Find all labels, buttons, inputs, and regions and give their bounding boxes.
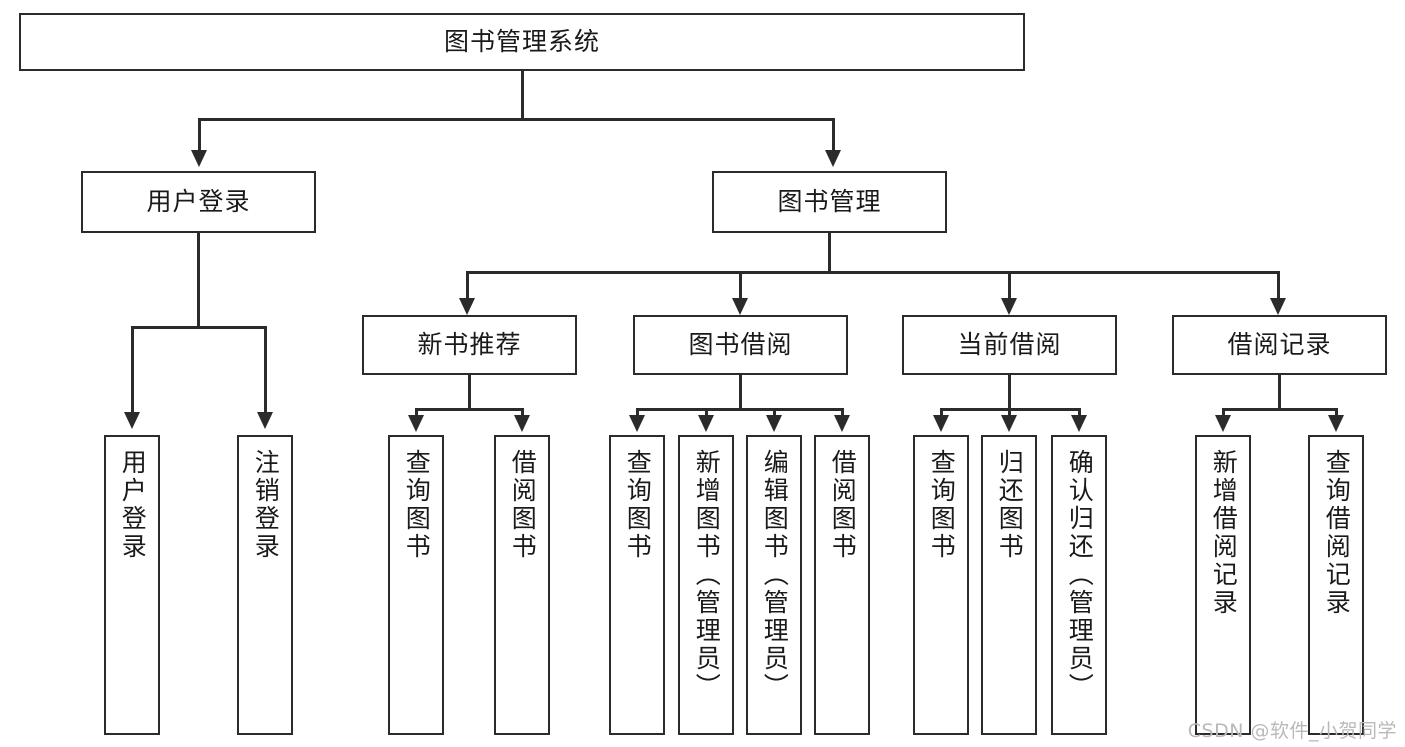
node-label: 注销登录 (251, 449, 281, 561)
leaf-query-borrow-record[interactable]: 查询借阅记录 (1308, 435, 1364, 735)
connector-borrow-record-bus (1222, 408, 1337, 411)
leaf-query-book-current[interactable]: 查询图书 (913, 435, 969, 735)
connector-book-borrow-bus (636, 408, 843, 411)
connector-level3-bus (466, 271, 1279, 274)
arrowhead-current-borrow-leaf3 (1071, 415, 1087, 432)
node-user-login[interactable]: 用户登录 (81, 171, 316, 233)
leaf-query-book-borrow[interactable]: 查询图书 (609, 435, 665, 735)
node-label: 查询借阅记录 (1322, 449, 1352, 617)
node-label: 当前借阅 (957, 329, 1062, 359)
arrowhead-book-borrow-leaf2 (698, 415, 714, 432)
arrowhead-borrow-record-leaf1 (1215, 415, 1231, 432)
leaf-logout[interactable]: 注销登录 (237, 435, 293, 735)
connector-user-login-leaf2 (264, 326, 267, 414)
arrowhead-to-book-borrow (732, 298, 748, 315)
node-label: 用户登录 (146, 186, 251, 216)
connector-book-borrow-stem (739, 375, 742, 410)
arrowhead-new-book-leaf2 (514, 415, 530, 432)
node-label: 新书推荐 (417, 329, 522, 359)
leaf-add-book-admin[interactable]: 新增图书（管理员） (678, 435, 734, 735)
node-new-book-recommend[interactable]: 新书推荐 (362, 315, 577, 375)
connector-new-book-bus (415, 408, 524, 411)
connector-to-current-borrow (1008, 271, 1011, 301)
node-label: 编辑图书（管理员） (760, 449, 790, 701)
node-label: 借阅图书 (828, 449, 858, 561)
connector-book-manage-stem (828, 233, 831, 273)
node-borrow-record[interactable]: 借阅记录 (1172, 315, 1387, 375)
connector-user-login-stem (197, 233, 200, 328)
connector-to-new-book (466, 271, 469, 301)
arrowhead-to-new-book (459, 298, 475, 315)
connector-borrow-record-stem (1278, 375, 1281, 410)
leaf-edit-book-admin[interactable]: 编辑图书（管理员） (746, 435, 802, 735)
node-label: 新增图书（管理员） (692, 449, 722, 701)
leaf-borrow-book[interactable]: 借阅图书 (814, 435, 870, 735)
node-root-system[interactable]: 图书管理系统 (19, 13, 1025, 71)
leaf-add-borrow-record[interactable]: 新增借阅记录 (1195, 435, 1251, 735)
leaf-borrow-book-recommend[interactable]: 借阅图书 (494, 435, 550, 735)
connector-root-stem (521, 71, 524, 119)
node-label: 归还图书 (995, 449, 1025, 561)
connector-user-login-leaf1 (131, 326, 134, 414)
node-label: 借阅记录 (1227, 329, 1332, 359)
node-label: 借阅图书 (508, 449, 538, 561)
node-label: 查询图书 (623, 449, 653, 561)
node-book-borrow[interactable]: 图书借阅 (633, 315, 848, 375)
arrowhead-borrow-record-leaf2 (1328, 415, 1344, 432)
connector-user-login-bus (131, 326, 266, 329)
arrowhead-book-borrow-leaf3 (766, 415, 782, 432)
node-label: 确认归还（管理员） (1065, 449, 1095, 701)
arrowhead-to-current-borrow (1001, 298, 1017, 315)
node-label: 图书管理 (777, 186, 882, 216)
leaf-user-login[interactable]: 用户登录 (104, 435, 160, 735)
node-label: 新增借阅记录 (1209, 449, 1239, 617)
node-label: 图书借阅 (688, 329, 793, 359)
arrowhead-new-book-leaf1 (408, 415, 424, 432)
arrowhead-book-borrow-leaf4 (834, 415, 850, 432)
connector-root-to-book-manage (832, 118, 835, 153)
node-label: 查询图书 (402, 449, 432, 561)
arrowhead-current-borrow-leaf1 (933, 415, 949, 432)
arrowhead-book-borrow-leaf1 (629, 415, 645, 432)
node-label: 用户登录 (118, 449, 148, 561)
node-label: 图书管理系统 (443, 26, 600, 56)
leaf-query-book-recommend[interactable]: 查询图书 (388, 435, 444, 735)
arrowhead-current-borrow-leaf2 (1001, 415, 1017, 432)
node-label: 查询图书 (927, 449, 957, 561)
arrowhead-to-book-manage (825, 150, 841, 167)
connector-root-bus (198, 118, 834, 121)
connector-root-to-user-login (198, 118, 201, 153)
connector-current-borrow-stem (1008, 375, 1011, 410)
watermark: CSDN @软件_小贺同学 (1187, 720, 1397, 742)
leaf-confirm-return-admin[interactable]: 确认归还（管理员） (1051, 435, 1107, 735)
leaf-return-book[interactable]: 归还图书 (981, 435, 1037, 735)
connector-to-book-borrow (739, 271, 742, 301)
arrowhead-user-login-leaf2 (257, 412, 273, 429)
node-book-management[interactable]: 图书管理 (712, 171, 947, 233)
node-current-borrow[interactable]: 当前借阅 (902, 315, 1117, 375)
arrowhead-user-login-leaf1 (124, 412, 140, 429)
connector-new-book-stem (468, 375, 471, 410)
arrowhead-to-user-login (191, 150, 207, 167)
connector-to-borrow-record (1277, 271, 1280, 301)
arrowhead-to-borrow-record (1270, 298, 1286, 315)
